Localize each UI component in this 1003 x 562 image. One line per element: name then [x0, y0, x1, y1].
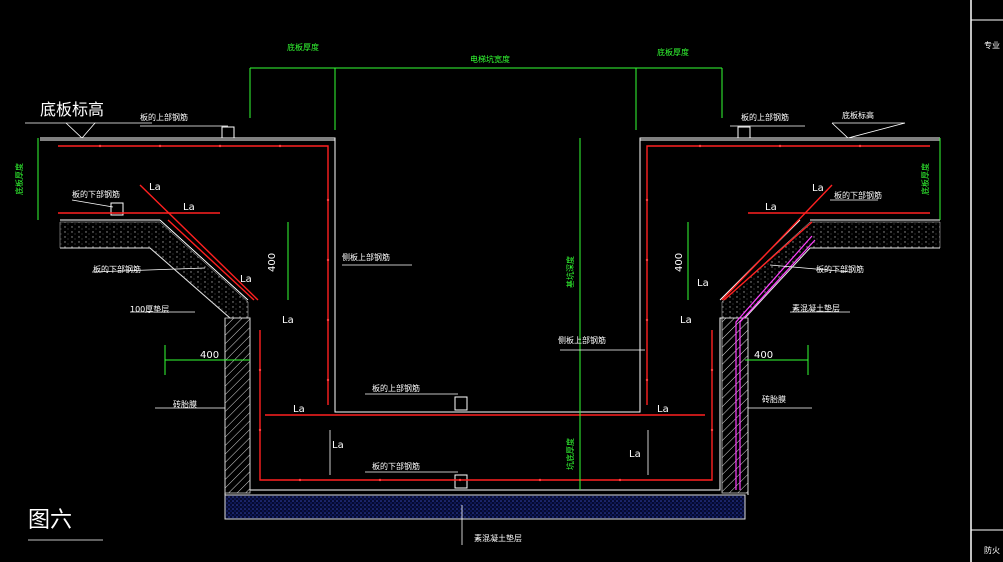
la-label-11: La [657, 404, 669, 415]
side-label-fire: 防火 [984, 545, 1000, 555]
floor-elev-label-right: 底板标高 [842, 110, 874, 120]
la-markers [329, 430, 649, 475]
leader-lines [25, 122, 906, 545]
dim-400-left-h: 400 [200, 350, 219, 361]
dim-400-left-v: 400 [267, 253, 278, 272]
text-labels: 底板标高 板的上部钢筋 板的下部钢筋 板的下部钢筋 100厚垫层 砖胎膜 侧板上… [14, 42, 930, 543]
la-label-10: La [680, 315, 692, 326]
thick-label-right: 底板厚度 [657, 47, 689, 57]
concrete-cushion-right: 素混凝土垫层 [792, 303, 840, 313]
thick-label-left: 底板厚度 [287, 42, 319, 52]
pit-width-label: 电梯坑宽度 [470, 54, 510, 64]
title-block: 专业 防火 [970, 0, 1003, 562]
rebar-lines [58, 145, 930, 481]
la-label-8: La [765, 202, 777, 213]
dimension-lines [37, 67, 941, 490]
la-label-3: La [240, 274, 252, 285]
la-label-2: La [183, 202, 195, 213]
pit-depth-vertical: 基坑深度 [565, 256, 575, 288]
la-label-1: La [149, 182, 161, 193]
brick-label-right: 砖胎膜 [762, 394, 786, 404]
side-top-bar-left: 侧板上部钢筋 [342, 252, 390, 262]
top-bar-label-left: 板的上部钢筋 [140, 112, 188, 122]
bot-bar-label-right2: 板的下部钢筋 [816, 264, 864, 274]
la-label-9: La [697, 278, 709, 289]
cushion-100-label: 100厚垫层 [130, 304, 169, 314]
bot-bar-label-left2: 板的下部钢筋 [93, 264, 141, 274]
dim-400-right-h: 400 [754, 350, 773, 361]
la-label-4: La [282, 315, 294, 326]
floor-elev-label: 底板标高 [40, 100, 104, 119]
concrete-cushion-bottom: 素混凝土垫层 [474, 533, 522, 543]
la-label-6: La [332, 440, 344, 451]
bot-bar-label-right: 板的下部钢筋 [834, 190, 882, 200]
la-label-7: La [812, 183, 824, 194]
floor-top-bar-label: 板的上部钢筋 [372, 383, 420, 393]
top-bar-label-right: 板的上部钢筋 [741, 112, 789, 122]
magenta-bars [735, 235, 816, 490]
plate-thick-vertical-left: 底板厚度 [14, 163, 24, 195]
la-label-5: La [293, 404, 305, 415]
figure-title: 图六 [28, 508, 72, 533]
side-top-bar-right: 侧板上部钢筋 [558, 335, 606, 345]
cushion-layers [59, 221, 941, 520]
plate-thick-vertical-right: 底板厚度 [920, 163, 930, 195]
la-label-12: La [629, 449, 641, 460]
floor-bot-bar-label: 板的下部钢筋 [372, 461, 420, 471]
pit-floor-vertical: 坑底厚度 [565, 438, 575, 470]
dim-400-right-v: 400 [674, 253, 685, 272]
brick-label-left: 砖胎膜 [173, 399, 197, 409]
side-label-pro: 专业 [984, 40, 1000, 50]
bot-bar-label-left: 板的下部钢筋 [72, 189, 120, 199]
rebar-dots [98, 144, 862, 482]
